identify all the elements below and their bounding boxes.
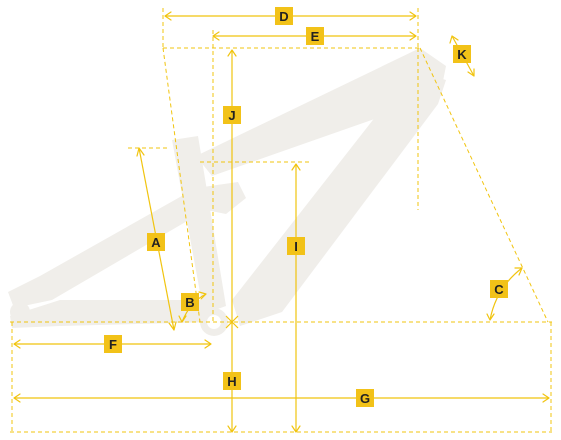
label-badge-a: A [147,233,165,251]
label-badge-c: C [490,280,508,298]
extension-lines [10,8,552,433]
dimension-lines [13,11,550,433]
label-badge-j: J [223,106,241,124]
head-tube-ext-line [419,47,549,323]
label-badge-k: K [453,45,471,63]
label-badge-d: D [275,7,293,25]
dim-g [13,393,550,403]
label-badge-e: E [306,27,324,45]
dimension-labels: D E K J A I C B F H G [104,7,508,407]
svg-text:E: E [311,29,320,44]
label-badge-h: H [223,372,241,390]
bike-frame [8,48,446,336]
svg-text:F: F [109,337,117,352]
svg-text:I: I [294,239,298,254]
svg-text:G: G [360,391,370,406]
label-badge-g: G [356,389,374,407]
svg-text:B: B [185,295,194,310]
bb-center-mark [225,315,239,329]
label-badge-i: I [287,237,305,255]
label-badge-f: F [104,335,122,353]
svg-text:K: K [457,47,467,62]
svg-text:C: C [494,282,504,297]
dim-i [291,163,301,433]
svg-text:D: D [279,9,288,24]
svg-text:A: A [151,235,161,250]
svg-text:J: J [228,108,235,123]
label-badge-b: B [181,293,199,311]
svg-text:H: H [227,374,236,389]
